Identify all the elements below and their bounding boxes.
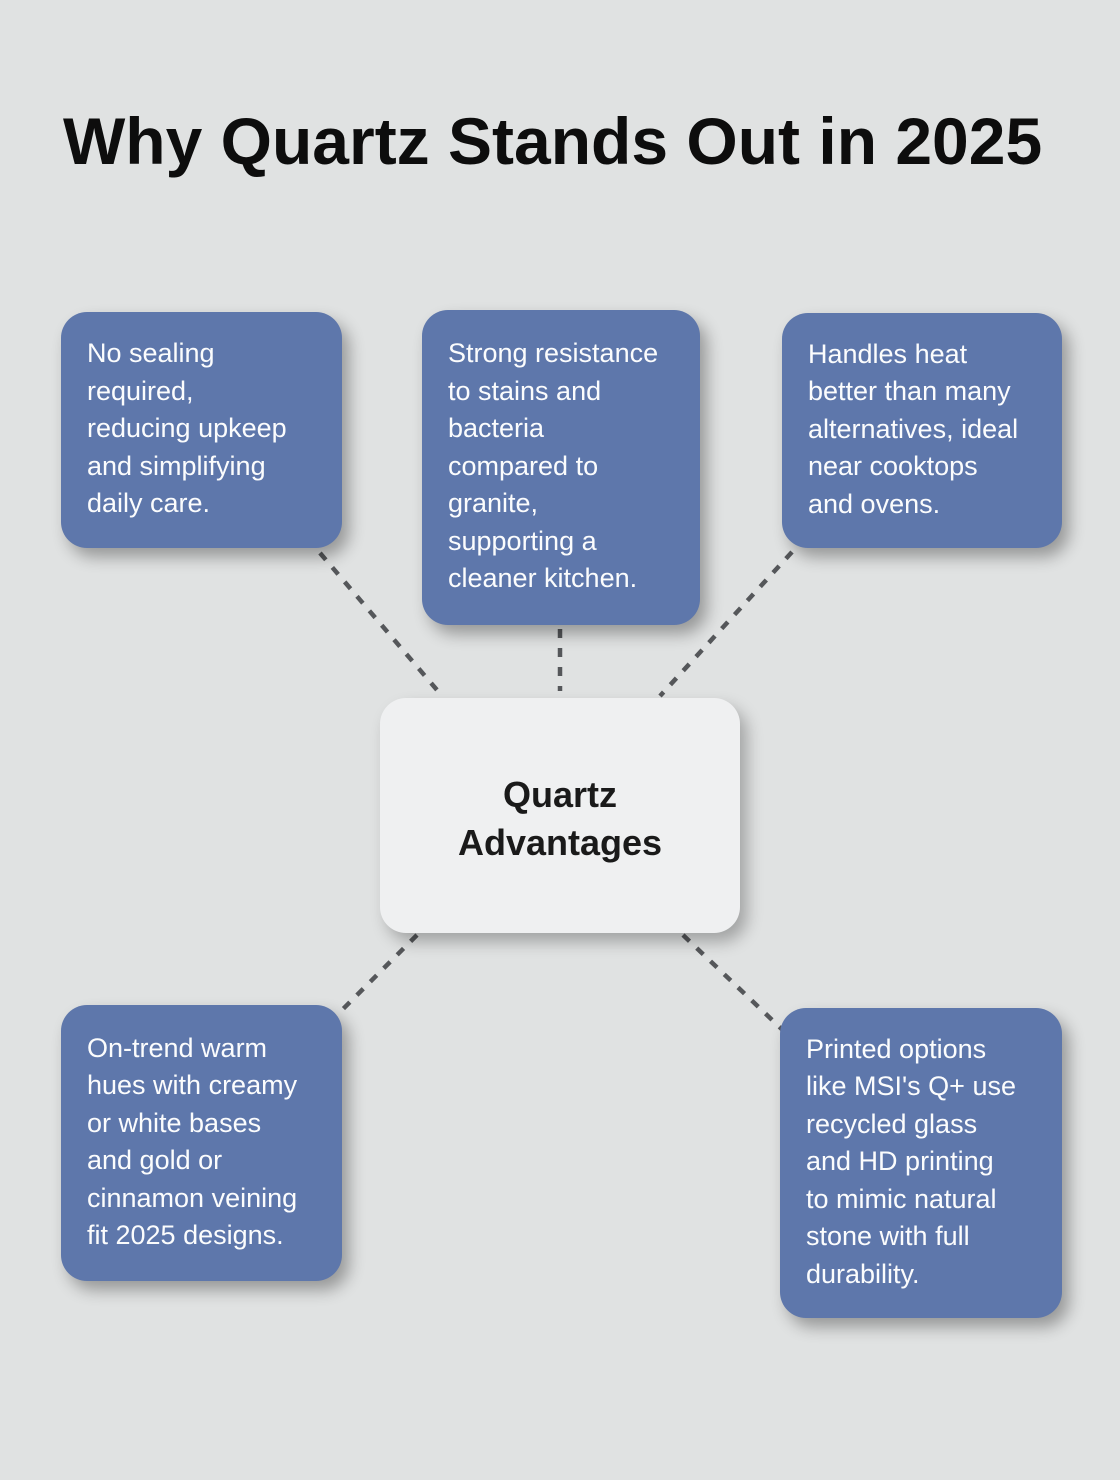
connector-bottom-right [681, 933, 792, 1039]
connector-bottom-left [328, 933, 419, 1024]
center-node-label: Quartz Advantages [457, 773, 663, 863]
advantage-node-no-sealing: No sealing required, reducing upkeep and… [61, 312, 342, 548]
advantage-node-text: Strong resistance to stains and bacteria… [448, 338, 659, 594]
advantage-node-text: Printed options like MSI's Q+ use recycl… [806, 1033, 1016, 1289]
advantage-node-heat-handling: Handles heat better than many alternativ… [782, 313, 1062, 548]
page-title: Why Quartz Stands Out in 2025 [63, 104, 1043, 178]
advantage-node-printed-options: Printed options like MSI's Q+ use recycl… [780, 1008, 1062, 1318]
advantage-node-trend-hues: On-trend warm hues with creamy or white … [61, 1005, 342, 1281]
advantage-node-text: No sealing required, reducing upkeep and… [87, 338, 287, 519]
advantage-node-text: Handles heat better than many alternativ… [808, 338, 1019, 519]
advantage-node-text: On-trend warm hues with creamy or white … [87, 1032, 298, 1251]
center-node-quartz-advantages: Quartz Advantages [380, 698, 740, 933]
advantage-node-stain-resistance: Strong resistance to stains and bacteria… [422, 310, 700, 625]
